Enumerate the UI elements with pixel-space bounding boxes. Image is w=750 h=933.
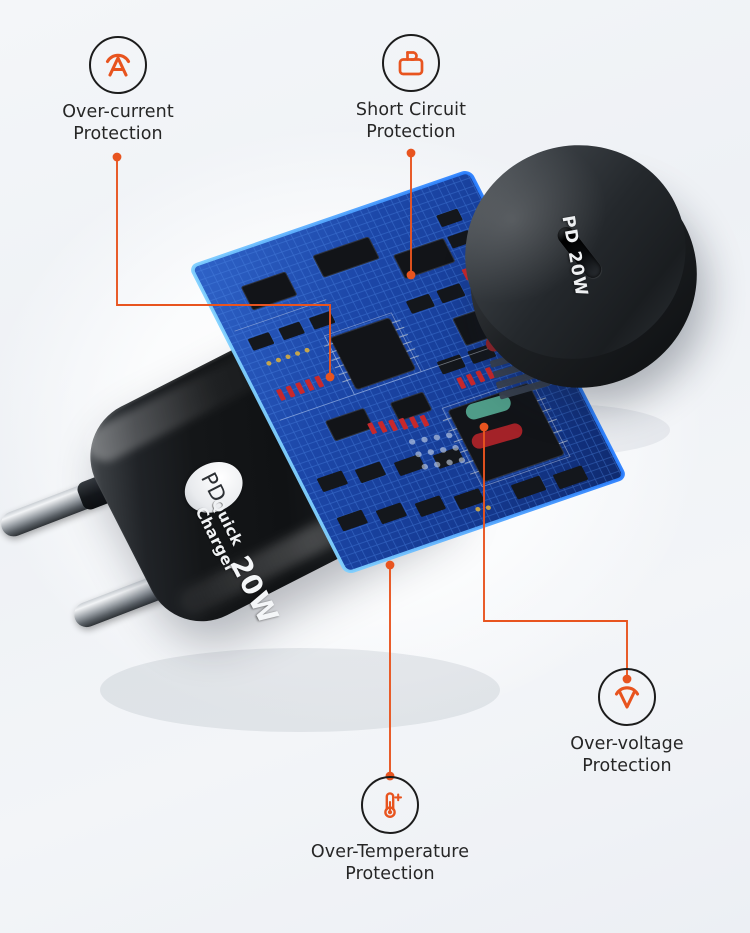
- callout-label-over-voltage: Over-voltage Protection: [570, 734, 684, 777]
- callout-over-voltage[interactable]: Over-voltage Protection: [546, 668, 708, 777]
- short-circuit-icon: [382, 34, 440, 92]
- callout-over-current[interactable]: Over-current Protection: [37, 36, 199, 145]
- callout-over-temperature[interactable]: Over-Temperature Protection: [289, 776, 491, 885]
- thermometer-plus-icon: [361, 776, 419, 834]
- over-voltage-icon: [598, 668, 656, 726]
- callout-label-over-temperature: Over-Temperature Protection: [310, 842, 470, 885]
- callout-label-short-circuit: Short Circuit Protection: [355, 100, 467, 143]
- over-current-icon: [89, 36, 147, 94]
- callout-short-circuit[interactable]: Short Circuit Protection: [330, 34, 492, 143]
- callout-label-over-current: Over-current Protection: [62, 102, 174, 145]
